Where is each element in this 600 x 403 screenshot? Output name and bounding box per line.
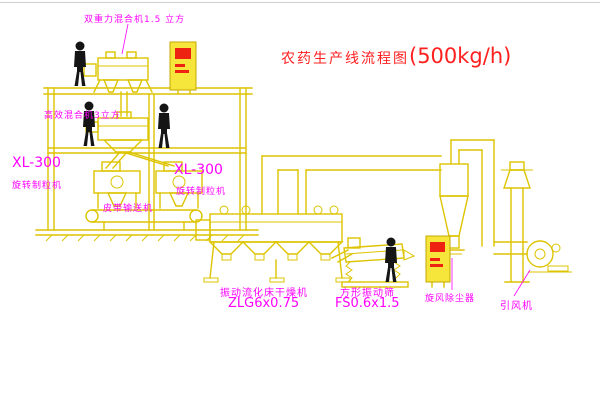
induced-draft-fan bbox=[493, 240, 572, 273]
label-dust-collector: 旋风除尘器 bbox=[425, 294, 476, 304]
label-granulator1-name: 旋转制粒机 bbox=[12, 181, 63, 191]
diagram-title: 农药生产线流程图(500kg/h) bbox=[281, 44, 511, 68]
leader-lines bbox=[121, 23, 531, 297]
label-screen-name: 方形振动筛 bbox=[340, 288, 395, 299]
person-icon bbox=[74, 41, 86, 86]
label-belt: 皮带输送机 bbox=[103, 204, 154, 214]
label-granulator2-name: 旋转制粒机 bbox=[176, 187, 227, 197]
exhaust-duct bbox=[261, 155, 442, 215]
granulator-1 bbox=[93, 161, 141, 209]
ground-hatching bbox=[45, 234, 245, 242]
title-text: 农药生产线流程图 bbox=[281, 51, 409, 67]
double-cone-mixer bbox=[83, 51, 153, 117]
label-top-mixer: 双重力混合机1.5 立方 bbox=[84, 15, 186, 25]
label-mixer2: 高效混合机3立方 bbox=[44, 111, 121, 121]
title-capacity: (500kg/h) bbox=[409, 44, 512, 68]
cyclone-separator bbox=[439, 139, 495, 255]
window-edge bbox=[0, 2, 600, 3]
fluid-bed-dryer bbox=[195, 205, 351, 283]
person-icon bbox=[158, 103, 170, 148]
label-dryer-name: 振动流化床干燥机 bbox=[220, 288, 308, 299]
dust-stack bbox=[501, 161, 533, 283]
label-granulator1-model: XL-300 bbox=[12, 155, 61, 171]
label-granulator2-model: XL-300 bbox=[174, 162, 223, 178]
control-cabinet-2 bbox=[425, 235, 451, 288]
belt-conveyor bbox=[85, 209, 203, 231]
vibrating-screen bbox=[331, 237, 416, 288]
label-dryer-model: ZLG6x0.75 bbox=[228, 296, 300, 311]
label-fan: 引风机 bbox=[500, 301, 533, 312]
label-screen-model: FS0.6x1.5 bbox=[335, 296, 400, 311]
granulator-2 bbox=[155, 161, 203, 209]
control-cabinet-1 bbox=[169, 41, 197, 95]
